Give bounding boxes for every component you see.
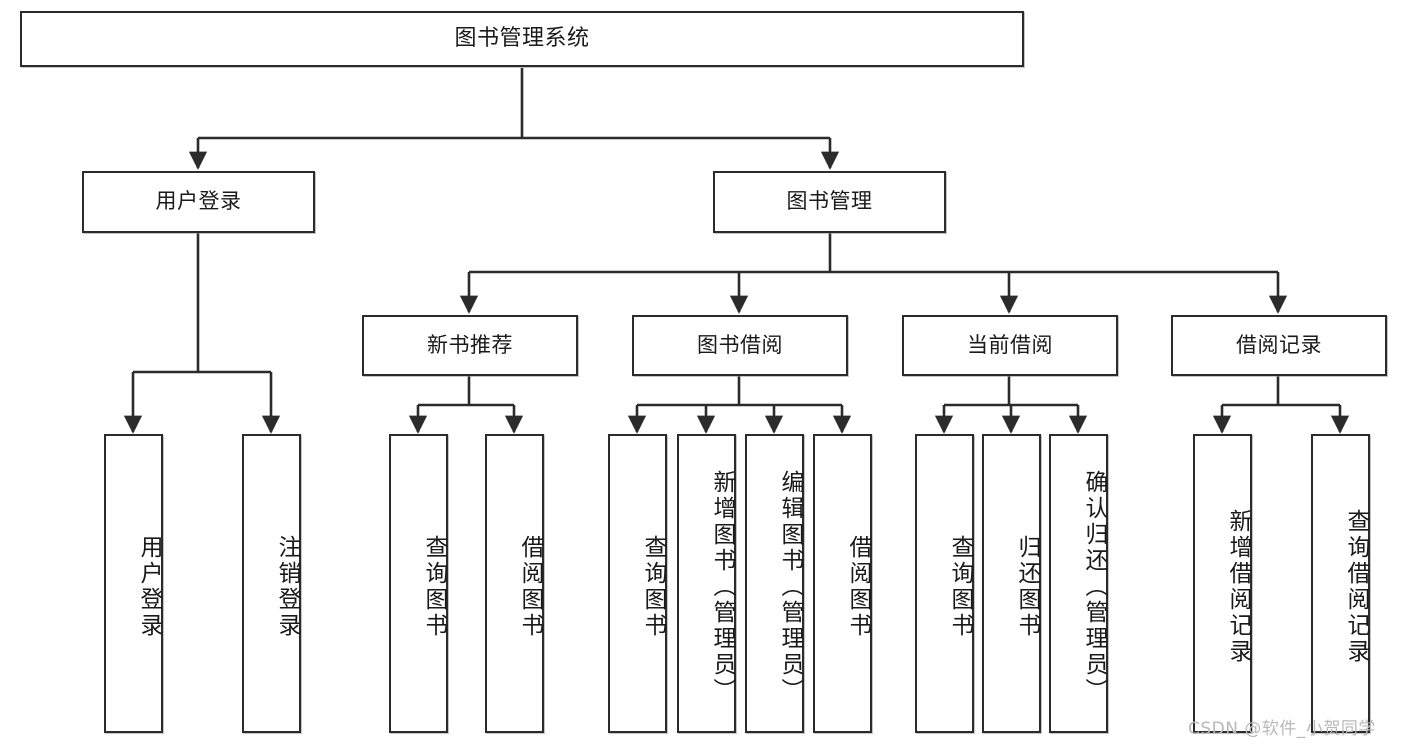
node-leaf-logout-login-label: 注销登录 [274, 534, 300, 639]
node-leaf-add-record-label: 新增借阅记录 [1225, 508, 1251, 665]
node-root-system[interactable]: 图书管理系统 [20, 11, 1024, 67]
node-leaf-query-book-3-label: 查询图书 [947, 534, 973, 639]
node-leaf-user-login[interactable]: 用户登录 [104, 434, 163, 733]
node-borrow-record[interactable]: 借阅记录 [1171, 315, 1387, 376]
node-leaf-borrow-book-2[interactable]: 借阅图书 [813, 434, 872, 733]
node-leaf-user-login-label: 用户登录 [136, 534, 162, 639]
node-leaf-query-book-1-label: 查询图书 [421, 534, 447, 639]
node-root-system-label: 图书管理系统 [454, 25, 590, 51]
node-leaf-edit-book-label: 编辑图书（管理员） [777, 469, 803, 704]
node-new-book-recommend-label: 新书推荐 [427, 332, 513, 357]
node-leaf-logout-login[interactable]: 注销登录 [242, 434, 301, 733]
node-leaf-query-book-1[interactable]: 查询图书 [389, 434, 448, 733]
node-borrow-record-label: 借阅记录 [1236, 332, 1322, 357]
node-leaf-return-book-label: 归还图书 [1014, 534, 1040, 639]
node-book-borrow[interactable]: 图书借阅 [632, 315, 848, 376]
node-book-borrow-label: 图书借阅 [697, 332, 783, 357]
node-leaf-query-book-3[interactable]: 查询图书 [915, 434, 974, 733]
node-leaf-add-record[interactable]: 新增借阅记录 [1193, 434, 1252, 733]
node-leaf-query-book-2-label: 查询图书 [640, 534, 666, 639]
node-leaf-confirm-return[interactable]: 确认归还（管理员） [1049, 434, 1108, 733]
node-leaf-return-book[interactable]: 归还图书 [982, 434, 1041, 733]
node-user-login-label: 用户登录 [155, 189, 242, 214]
node-new-book-recommend[interactable]: 新书推荐 [362, 315, 578, 376]
node-leaf-borrow-book-1-label: 借阅图书 [517, 534, 543, 639]
node-leaf-borrow-book-1[interactable]: 借阅图书 [485, 434, 544, 733]
node-book-management[interactable]: 图书管理 [713, 171, 946, 233]
node-leaf-query-book-2[interactable]: 查询图书 [608, 434, 667, 733]
node-current-borrow-label: 当前借阅 [967, 332, 1053, 357]
node-leaf-add-book-label: 新增图书（管理员） [709, 469, 735, 704]
node-leaf-query-record-label: 查询借阅记录 [1343, 508, 1369, 665]
node-leaf-borrow-book-2-label: 借阅图书 [845, 534, 871, 639]
node-current-borrow[interactable]: 当前借阅 [902, 315, 1118, 376]
node-book-management-label: 图书管理 [786, 189, 873, 214]
node-leaf-add-book[interactable]: 新增图书（管理员） [677, 434, 736, 733]
node-leaf-confirm-return-label: 确认归还（管理员） [1081, 469, 1107, 704]
node-user-login[interactable]: 用户登录 [82, 171, 315, 233]
node-leaf-edit-book[interactable]: 编辑图书（管理员） [745, 434, 804, 733]
node-leaf-query-record[interactable]: 查询借阅记录 [1311, 434, 1370, 733]
